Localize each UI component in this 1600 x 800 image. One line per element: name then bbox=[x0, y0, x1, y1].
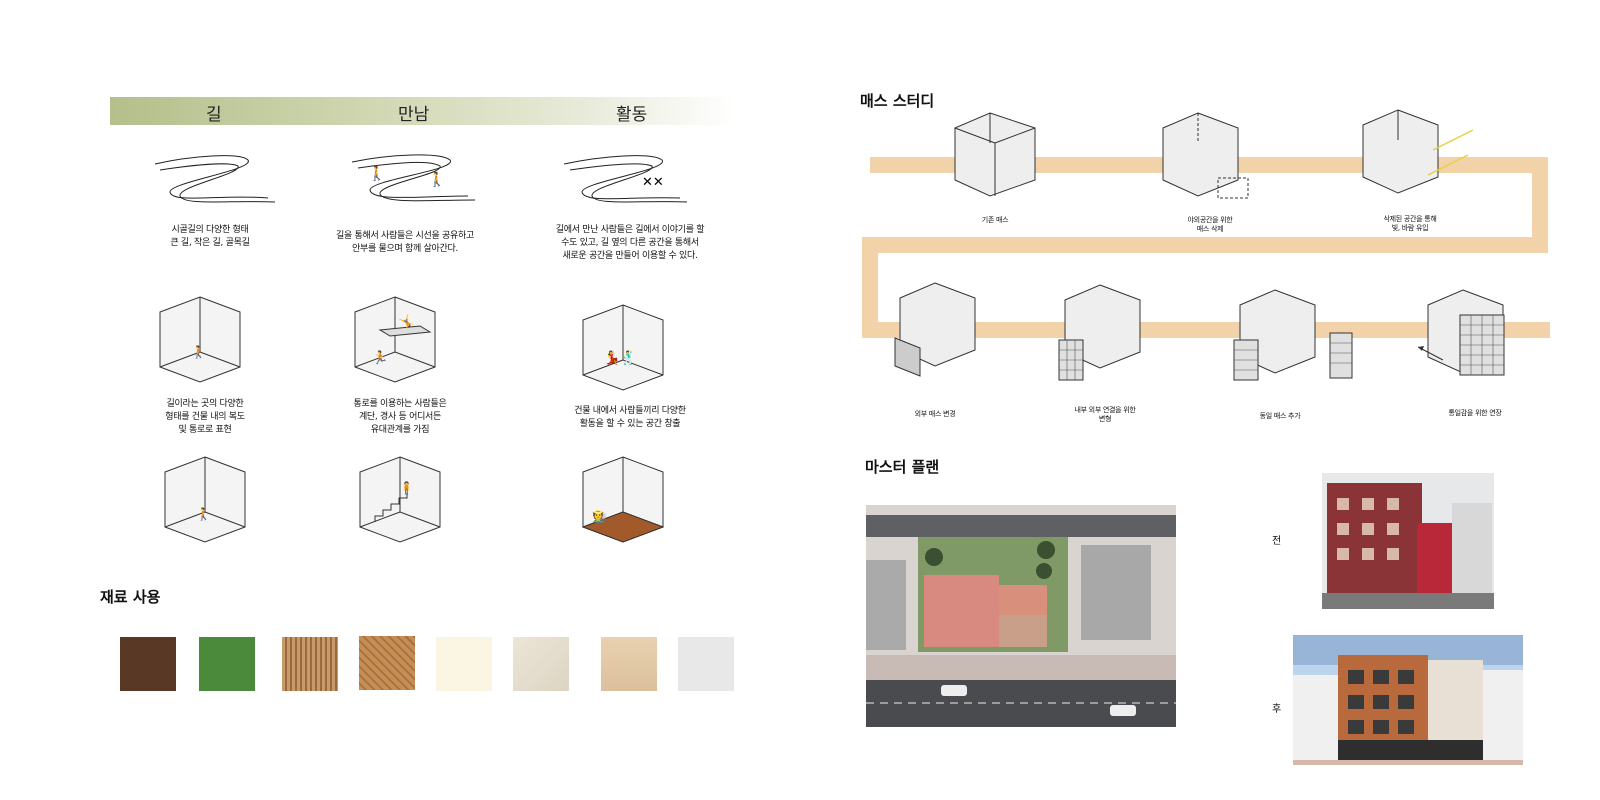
swatch-wood-slats bbox=[282, 637, 338, 691]
svg-text:🚶: 🚶 bbox=[191, 345, 206, 359]
materials-title: 재료 사용 bbox=[100, 588, 161, 606]
mass-step-6-label: 동일 매스 추가 bbox=[1259, 412, 1301, 420]
svg-text:🏃: 🏃 bbox=[372, 350, 388, 366]
swatch-grass bbox=[199, 637, 255, 691]
svg-text:🤸: 🤸 bbox=[398, 314, 414, 330]
mass-block-6 bbox=[1233, 289, 1353, 381]
walking-person-icon: 🚶 bbox=[368, 165, 385, 182]
before-label: 전 bbox=[1272, 536, 1282, 547]
header-activity: 활동 bbox=[616, 105, 648, 125]
room-walk-diagram: 🚶 bbox=[164, 456, 246, 543]
mass-block-1 bbox=[954, 112, 1036, 197]
svg-text:🧑‍🌾: 🧑‍🌾 bbox=[591, 509, 607, 523]
room-stair-diagram: 🤸🏃 bbox=[354, 296, 436, 383]
room-corridor-diagram: 🚶 bbox=[159, 296, 241, 383]
after-rendering bbox=[1293, 635, 1523, 765]
svg-text:💃🕺: 💃🕺 bbox=[604, 349, 636, 366]
walking-person-icon: 🚶 bbox=[428, 171, 445, 188]
mass-block-3 bbox=[1362, 109, 1474, 194]
svg-text:🚶: 🚶 bbox=[196, 507, 211, 521]
header-meeting: 만남 bbox=[398, 105, 430, 125]
mass-block-5 bbox=[1058, 284, 1141, 381]
swatch-herringbone bbox=[359, 636, 415, 690]
mass-block-2 bbox=[1162, 112, 1249, 199]
before-photo bbox=[1322, 473, 1494, 609]
master-plan-map bbox=[866, 505, 1176, 727]
road-sketch-3: ✕✕ bbox=[563, 155, 688, 203]
mass-study-title: 매스 스터디 bbox=[860, 92, 935, 110]
master-plan-title: 마스터 플랜 bbox=[865, 458, 940, 476]
people-talking-icon: ✕✕ bbox=[642, 175, 664, 190]
swatch-light-wood bbox=[513, 637, 569, 691]
room-staircase-diagram: 🧍 bbox=[359, 456, 441, 543]
svg-text:🧍: 🧍 bbox=[399, 481, 414, 495]
swatch-cream bbox=[436, 637, 492, 691]
room-garden-diagram: 🧑‍🌾 bbox=[581, 456, 665, 543]
header-road: 길 bbox=[206, 105, 222, 125]
concept-header-banner bbox=[110, 97, 735, 125]
road-sketch-1 bbox=[154, 155, 276, 203]
swatch-soil bbox=[120, 637, 176, 691]
mass-block-7 bbox=[1418, 289, 1505, 376]
mass-block-4 bbox=[894, 282, 976, 377]
swatch-white-stone bbox=[678, 637, 734, 691]
room-activity-diagram: 💃🕺 bbox=[582, 304, 664, 391]
mass-step-1-label: 기존 매스 bbox=[981, 216, 1009, 224]
swatch-pale-wood bbox=[601, 637, 657, 691]
mass-step-7-label: 통일감을 위한 연장 bbox=[1448, 409, 1502, 417]
after-label: 후 bbox=[1272, 704, 1282, 715]
mass-step-4-label: 외부 매스 변경 bbox=[914, 410, 956, 418]
road-sketch-2: 🚶 🚶 bbox=[351, 154, 476, 202]
